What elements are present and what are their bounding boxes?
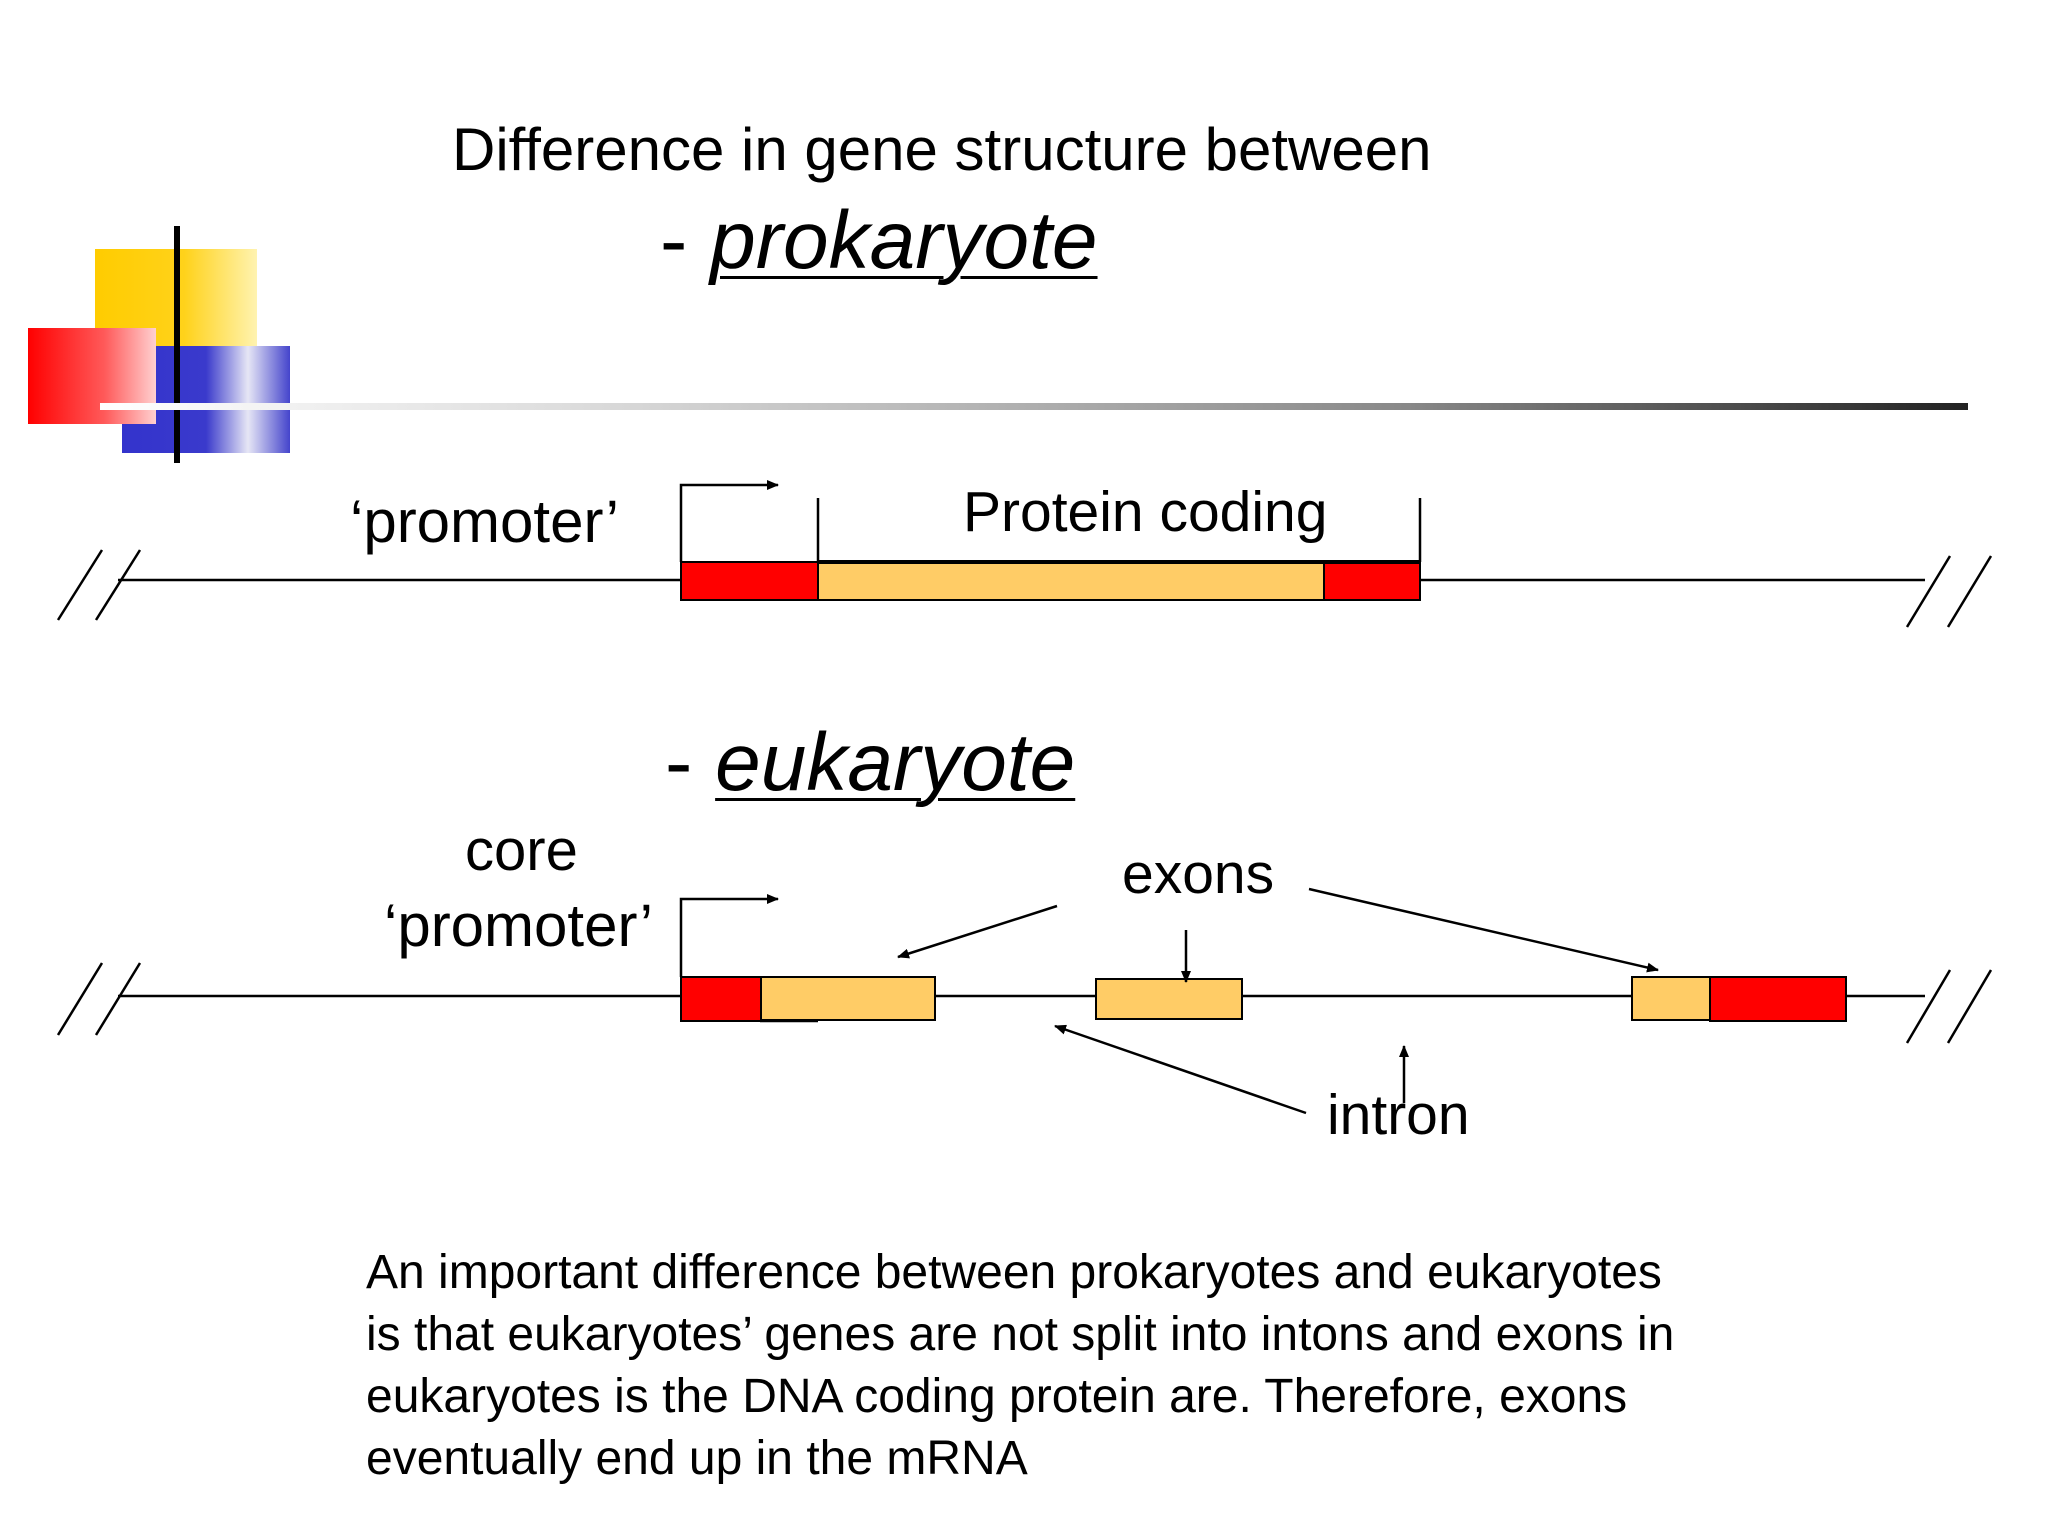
heading-eukaryote-dash: - [665,717,693,808]
paragraph-line: An important difference between prokaryo… [366,1246,1662,1299]
explanation-paragraph: An important difference between prokaryo… [366,1242,1816,1490]
heading-eukaryote: - eukaryote [665,722,1075,804]
prok-right-break-mark [1905,555,1993,628]
euk-exon3-box [1631,976,1711,1021]
heading-prokaryote-word: prokaryote [710,195,1098,286]
intron-arrow-1 [1054,1024,1307,1115]
euk-core-label: core [465,818,578,883]
prok-coding-box [817,561,1325,601]
prok-5utr-box [680,561,819,601]
prok-protein-coding-label: Protein coding [963,480,1328,544]
eukaryote-gene [56,887,1993,1115]
euk-exon2-box [1095,978,1243,1020]
heading-prokaryote-dash: - [660,195,688,286]
euk-5utr-box [680,976,762,1022]
heading-prokaryote: - prokaryote [660,200,1098,282]
exon-arrow-1 [897,904,1058,959]
euk-tss-arrow [679,894,779,977]
decorative-logo [28,226,290,463]
euk-exon1-box [760,976,936,1021]
euk-left-break-mark [56,962,142,1036]
exon-arrow-3 [1308,887,1659,973]
paragraph-line: is that eukaryotes’ genes are not split … [366,1308,1675,1361]
paragraph-line: eventually end up in the mRNA [366,1432,1028,1485]
euk-3utr-box [1709,976,1847,1022]
prok-tss-arrow [679,480,779,562]
heading-eukaryote-word: eukaryote [715,717,1076,808]
prok-promoter-label: ‘promoter’ [350,488,619,555]
paragraph-line: eukaryotes is the DNA coding protein are… [366,1370,1628,1423]
euk-intron-label: intron [1327,1083,1470,1147]
euk-exons-label: exons [1122,842,1275,906]
title-text: Difference in gene structure between [452,116,1432,183]
prok-3utr-box [1323,561,1421,601]
prokaryote-gene [56,480,1993,628]
title-rule [100,403,1968,410]
euk-right-break-mark [1905,969,1993,1044]
euk-promoter-label: ‘promoter’ [384,892,653,959]
prok-left-break-mark [56,549,142,621]
